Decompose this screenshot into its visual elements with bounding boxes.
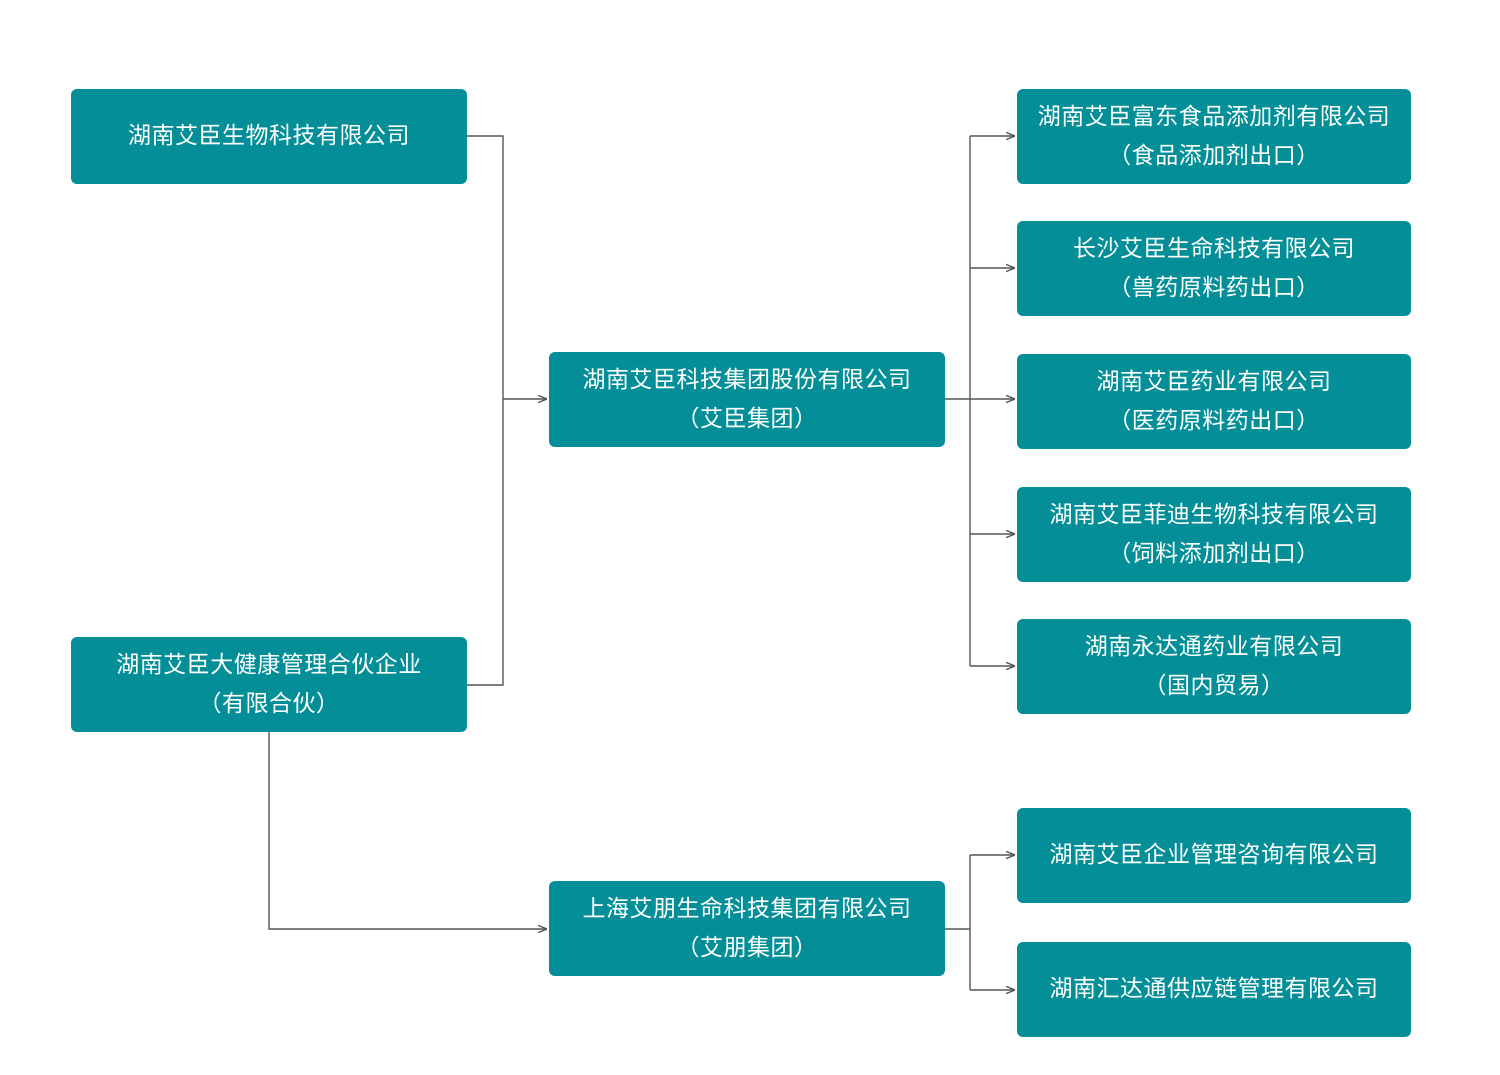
node-note: （艾臣集团）: [676, 405, 818, 432]
connector-aipeng-trunk: [945, 855, 971, 990]
node-subsidiary: 湖南艾臣富东食品添加剂有限公司 （食品添加剂出口）: [1017, 89, 1411, 184]
arrow-to-aipeng-group: [268, 732, 547, 929]
node-subsidiary: 湖南汇达通供应链管理有限公司: [1017, 942, 1411, 1037]
node-name: 长沙艾臣生命科技有限公司: [1073, 235, 1355, 262]
node-note: （艾朋集团）: [676, 934, 818, 961]
node-name: 湖南艾臣生物科技有限公司: [128, 123, 410, 149]
connector-aichen-trunk: [945, 136, 971, 666]
node-subsidiary: 湖南艾臣企业管理咨询有限公司: [1017, 808, 1411, 903]
node-subsidiary: 湖南永达通药业有限公司 （国内贸易）: [1017, 619, 1411, 714]
node-subsidiary: 湖南艾臣菲迪生物科技有限公司 （饲料添加剂出口）: [1017, 487, 1411, 582]
node-name: 湖南永达通药业有限公司: [1084, 633, 1344, 660]
node-note: （有限合伙）: [198, 690, 340, 717]
node-name: 湖南艾臣科技集团股份有限公司: [582, 366, 912, 393]
node-aipeng-group: 上海艾朋生命科技集团有限公司 （艾朋集团）: [549, 881, 945, 976]
node-subsidiary: 长沙艾臣生命科技有限公司 （兽药原料药出口）: [1017, 221, 1411, 316]
node-aichen-health-partnership: 湖南艾臣大健康管理合伙企业 （有限合伙）: [71, 637, 467, 732]
node-name: 湖南艾臣企业管理咨询有限公司: [1049, 842, 1379, 868]
node-name: 湖南艾臣药业有限公司: [1096, 368, 1332, 395]
node-note: （兽药原料药出口）: [1108, 274, 1320, 301]
node-note: （国内贸易）: [1143, 672, 1285, 699]
node-note: （饲料添加剂出口）: [1108, 540, 1320, 567]
node-note: （食品添加剂出口）: [1108, 142, 1320, 169]
connector-biotech-to-aichen: [467, 135, 504, 686]
node-note: （医药原料药出口）: [1108, 407, 1320, 434]
node-name: 湖南艾臣大健康管理合伙企业: [116, 651, 422, 678]
node-name: 湖南艾臣菲迪生物科技有限公司: [1049, 501, 1379, 528]
node-name: 湖南艾臣富东食品添加剂有限公司: [1037, 103, 1391, 130]
node-aichen-group: 湖南艾臣科技集团股份有限公司 （艾臣集团）: [549, 352, 945, 447]
node-subsidiary: 湖南艾臣药业有限公司 （医药原料药出口）: [1017, 354, 1411, 449]
node-name: 湖南汇达通供应链管理有限公司: [1049, 976, 1379, 1002]
node-aichen-biotech: 湖南艾臣生物科技有限公司: [71, 89, 467, 184]
node-name: 上海艾朋生命科技集团有限公司: [582, 895, 912, 922]
